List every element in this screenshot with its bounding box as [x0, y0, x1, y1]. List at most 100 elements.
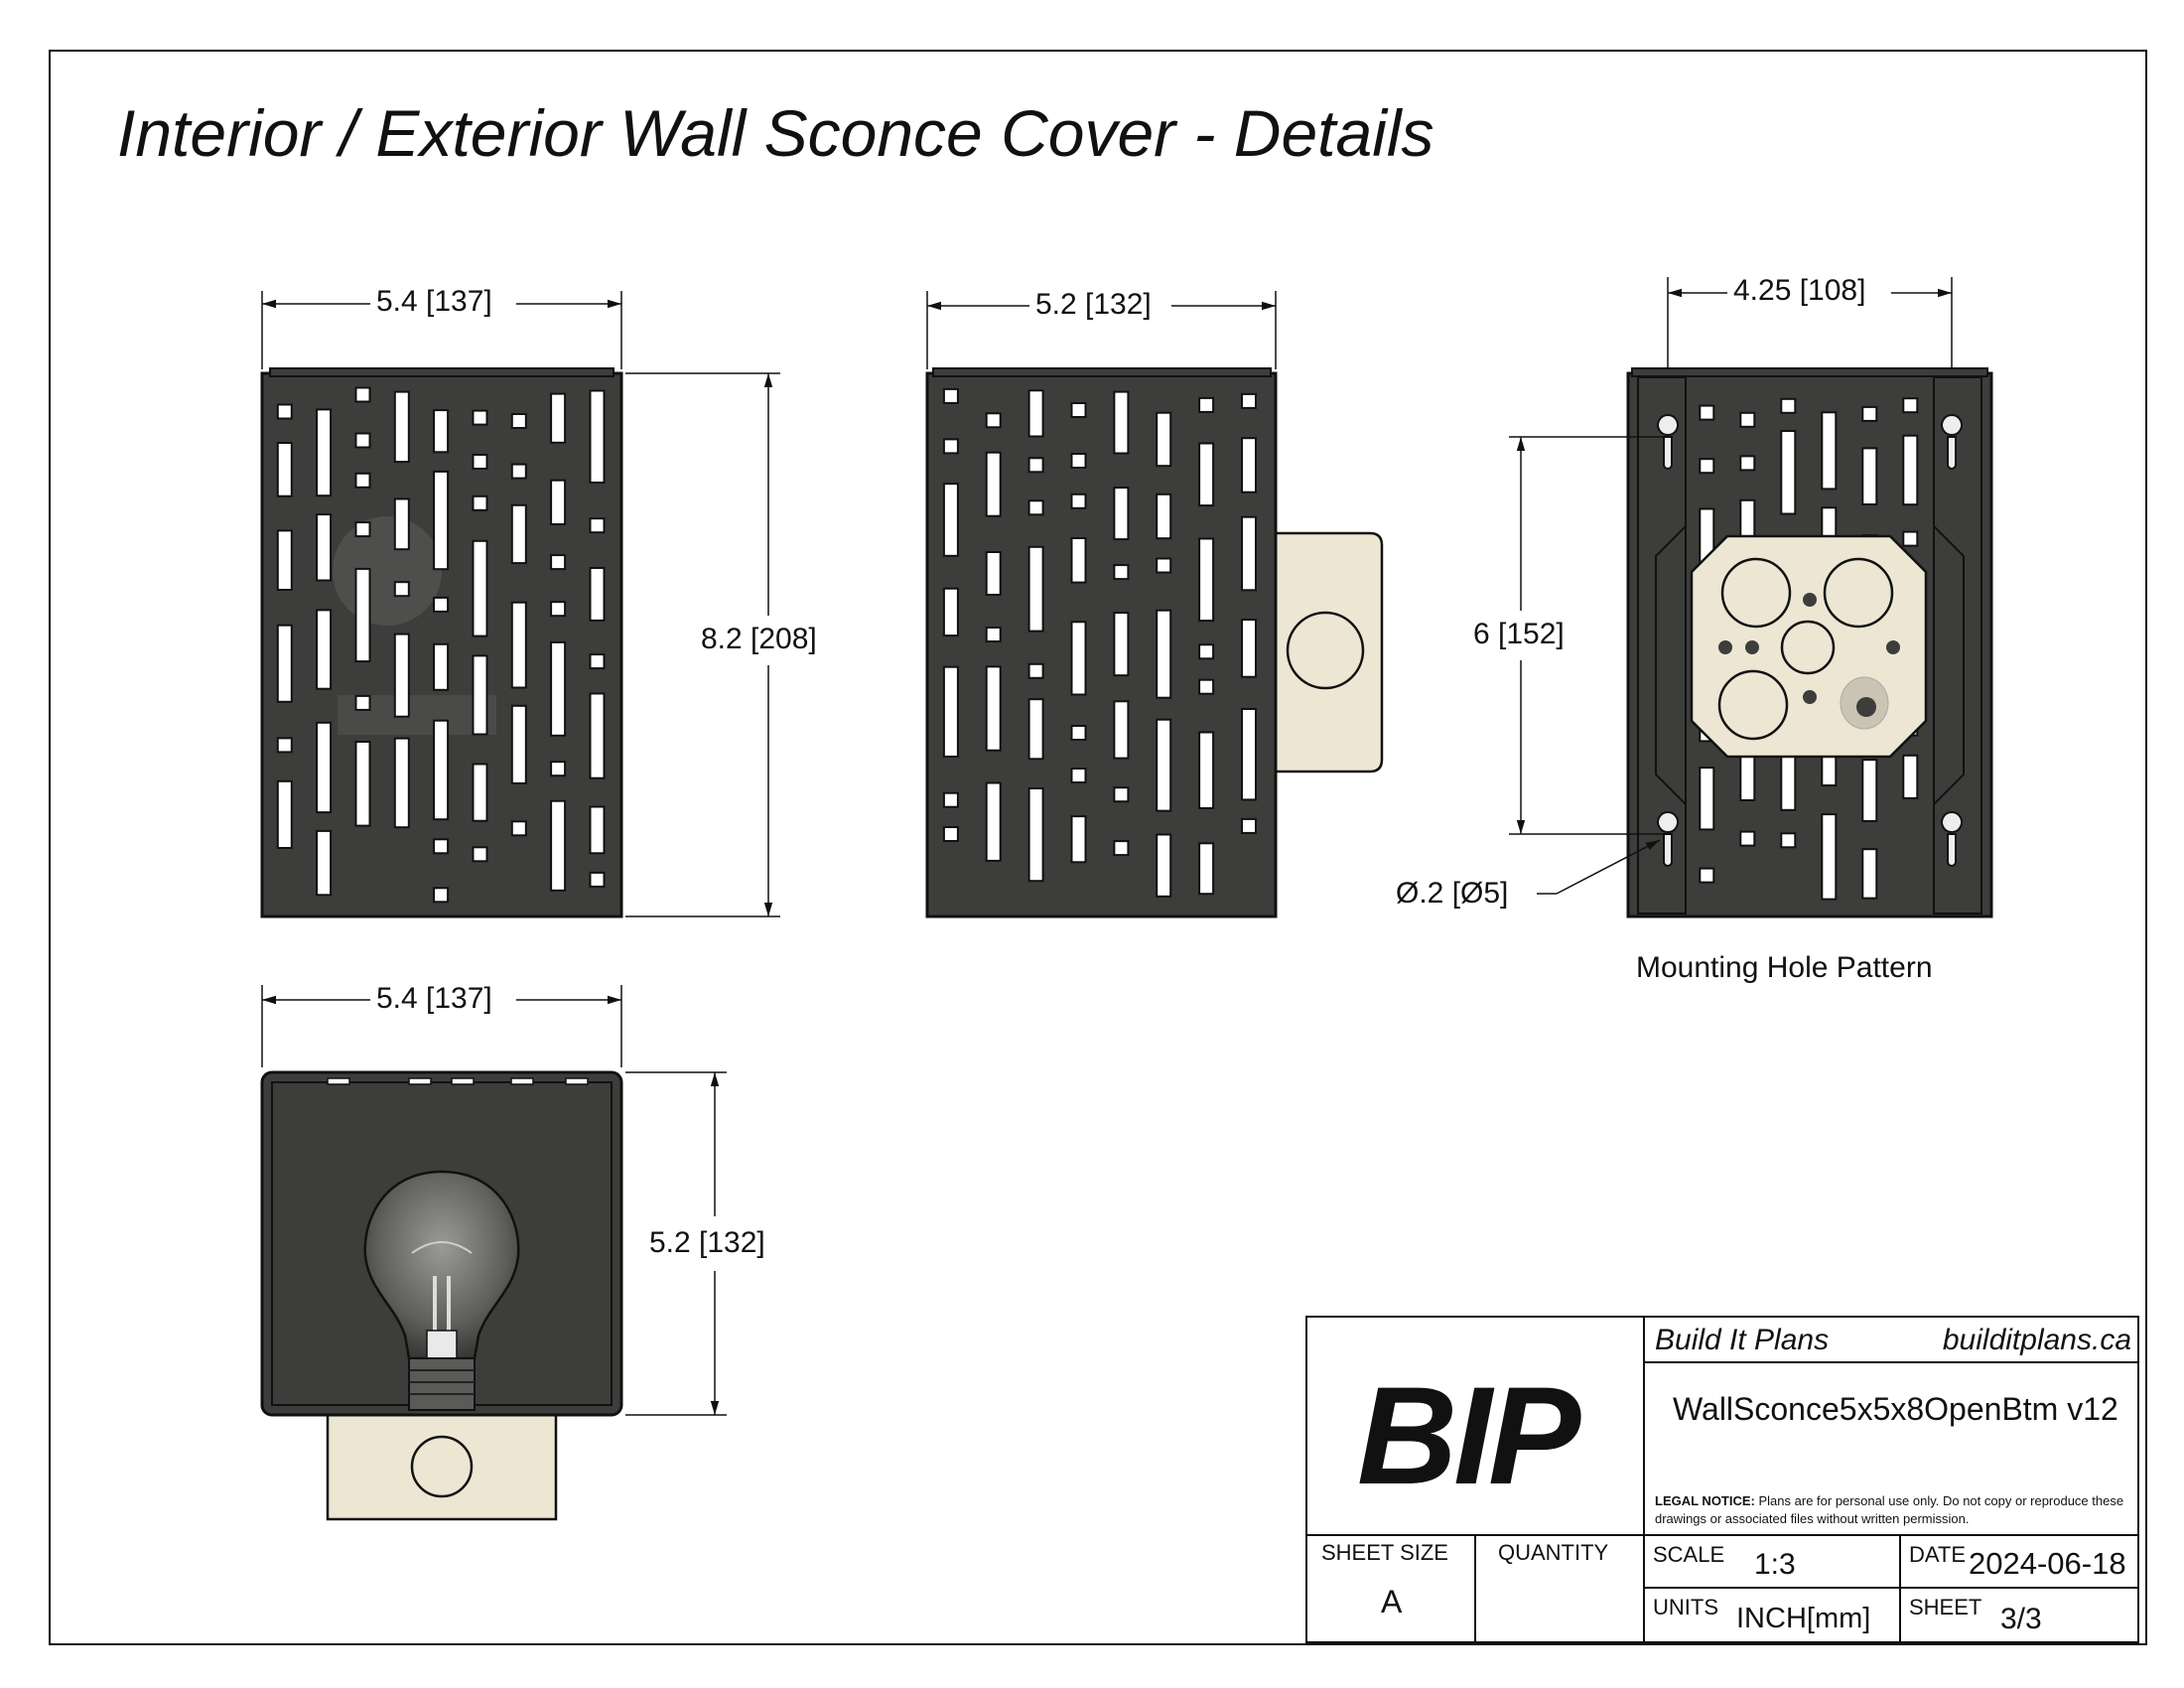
company-name: Build It Plans: [1655, 1324, 1830, 1356]
vent-slot: [589, 389, 606, 484]
vent-slot: [1070, 492, 1087, 509]
vent-slot: [985, 551, 1002, 596]
vent-slot: [276, 779, 293, 849]
vent-slot: [433, 470, 450, 571]
vent-slot: [1902, 754, 1919, 799]
vent-slot: [1156, 609, 1172, 699]
vent-slot: [276, 403, 293, 420]
vent-slot: [433, 838, 450, 855]
vent-slot: [1902, 434, 1919, 506]
vent-slot: [510, 463, 527, 480]
vent-slot: [393, 633, 410, 718]
vent-slot: [1241, 437, 1257, 493]
vent-slot: [985, 451, 1002, 517]
company-website: builditplans.ca: [1942, 1324, 2131, 1356]
vent-slot: [1113, 700, 1130, 760]
vent-slot: [472, 654, 488, 736]
vent-slot: [472, 846, 488, 863]
logo-cell: BIP: [1307, 1318, 1645, 1536]
vent-slot: [1027, 389, 1044, 438]
vent-slot: [433, 596, 450, 613]
vent-slot: [1027, 662, 1044, 679]
vent-slot: [316, 721, 333, 814]
vent-slot: [1198, 396, 1215, 413]
vent-slot: [276, 529, 293, 592]
vent-slot: [1113, 390, 1130, 455]
vent-slot: [589, 653, 606, 670]
vent-slot: [942, 826, 959, 842]
units-label: UNITS: [1653, 1595, 1718, 1619]
vent-slot: [1198, 842, 1215, 896]
vent-slot: [1156, 718, 1172, 812]
sheet-number-label: SHEET: [1909, 1595, 1982, 1619]
vent-slot: [1070, 402, 1087, 418]
vent-slot: [1198, 678, 1215, 695]
vent-slot: [1198, 643, 1215, 660]
vent-slot: [1780, 397, 1797, 414]
vent-slot: [589, 567, 606, 622]
vent-slot: [433, 642, 450, 691]
vent-slot: [942, 665, 959, 759]
vent-slot: [985, 412, 1002, 429]
vent-slot: [1027, 457, 1044, 474]
vent-slot: [1070, 453, 1087, 469]
vent-slot: [942, 791, 959, 808]
sheet-size-cell: SHEET SIZE A: [1307, 1536, 1476, 1641]
front-view: [260, 291, 780, 918]
vent-slot: [1739, 455, 1756, 472]
vent-slot: [1113, 840, 1130, 857]
vent-slot: [1027, 787, 1044, 883]
vent-slot: [1821, 813, 1838, 901]
file-name: WallSconce5x5x8OpenBtm v12: [1673, 1391, 2118, 1427]
rear-view: [1509, 277, 1993, 918]
date-value: 2024-06-18: [1969, 1546, 2126, 1581]
sheet-size-label: SHEET SIZE: [1321, 1540, 1448, 1565]
vent-slot: [1739, 753, 1756, 801]
keyhole-top-left: [1657, 414, 1680, 470]
hole-diameter-dimension: Ø.2 [Ø5]: [1390, 877, 1515, 911]
vent-slot: [472, 454, 488, 470]
vent-slot: [1113, 612, 1130, 677]
side-width-dimension: 5.2 [132]: [1029, 288, 1158, 322]
scale-label: SCALE: [1653, 1542, 1725, 1567]
vent-slot: [550, 761, 567, 777]
vent-slot: [276, 442, 293, 497]
vent-slot: [316, 609, 333, 690]
bottom-width-dimension: 5.4 [137]: [370, 982, 498, 1016]
vent-slot: [1241, 817, 1257, 834]
vent-slot: [1113, 786, 1130, 803]
vent-slot: [1241, 515, 1257, 592]
vent-slot: [1156, 492, 1172, 540]
vent-slot: [1902, 530, 1919, 547]
quantity-cell: QUANTITY: [1476, 1536, 1645, 1641]
vent-slot: [354, 472, 371, 489]
vent-slot: [276, 624, 293, 703]
vent-slot: [510, 503, 527, 565]
bip-logo: BIP: [1357, 1357, 1580, 1513]
vent-slot: [1198, 537, 1215, 623]
vent-slot: [1156, 557, 1172, 574]
vent-slot: [510, 820, 527, 837]
vent-slot: [1780, 430, 1797, 515]
hole-spacing-dimension: 4.25 [108]: [1727, 274, 1872, 308]
vent-slot: [354, 432, 371, 449]
vent-slot: [550, 479, 567, 526]
vent-slot: [472, 539, 488, 637]
light-bulb: [363, 1170, 520, 1411]
vent-slot: [393, 737, 410, 829]
vent-slot: [1902, 397, 1919, 414]
sheet-number-cell: SHEET 3/3: [1901, 1589, 2137, 1641]
vent-slot: [589, 692, 606, 779]
vent-slot: [1198, 442, 1215, 507]
units-value: INCH[mm]: [1736, 1603, 1871, 1634]
vent-slot: [1156, 411, 1172, 468]
vent-slot: [1156, 833, 1172, 898]
vent-slot: [1113, 487, 1130, 541]
vent-slot: [1861, 848, 1878, 900]
side-slot-pattern: [942, 387, 1257, 898]
side-cover-body: [925, 371, 1278, 918]
sheet-number-value: 3/3: [2000, 1603, 2042, 1635]
vent-slot: [354, 521, 371, 538]
vent-slot: [985, 781, 1002, 862]
